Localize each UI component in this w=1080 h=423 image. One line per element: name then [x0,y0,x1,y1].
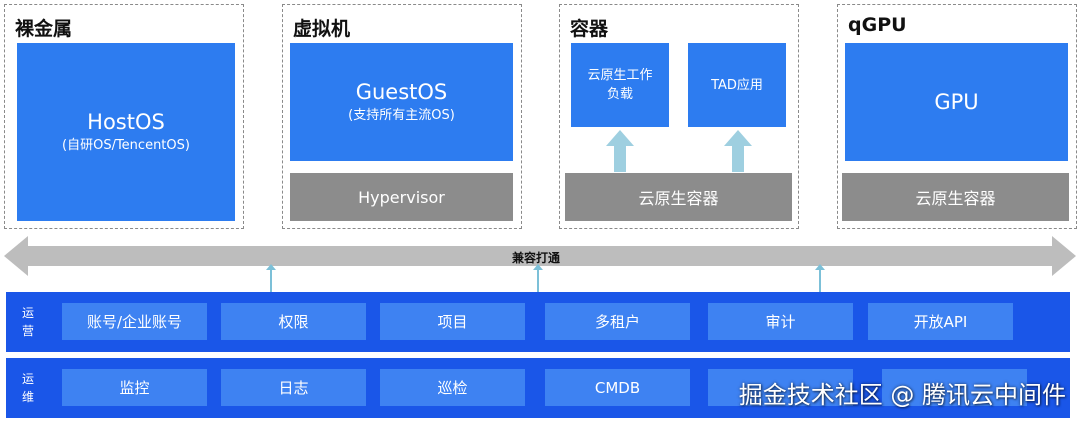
maint-item-cmdb: CMDB [545,369,690,406]
tad-app-label: TAD应用 [711,77,763,93]
band-label-char: 运 [21,372,34,386]
operations-band: 运 营 账号/企业账号 权限 项目 多租户 审计 开放API [6,292,1070,352]
cloud-native-container-box: 云原生容器 [565,173,792,221]
panel-vm: 虚拟机 GuestOS (支持所有主流OS) Hypervisor [282,4,522,229]
guestos-subtitle: (支持所有主流OS) [348,108,455,123]
panel-container: 容器 云原生工作 负载 TAD应用 云原生容器 [559,4,799,229]
tad-app-box: TAD应用 [688,43,786,127]
ops-item-account: 账号/企业账号 [62,303,207,340]
ops-item-permission: 权限 [221,303,366,340]
panel-qgpu: qGPU GPU 云原生容器 [837,4,1077,229]
hostos-box: HostOS (自研OS/TencentOS) [17,43,235,221]
panel-title: 容器 [570,18,609,40]
band-label-char: 维 [21,390,34,404]
connector-arrow-icon [815,264,825,294]
maint-item-obscured-1 [708,369,853,406]
up-arrow-icon [606,130,634,172]
ops-item-project: 项目 [380,303,525,340]
cloud-native-container-box: 云原生容器 [842,173,1069,221]
panel-title: 虚拟机 [293,18,351,40]
panel-title: 裸金属 [15,18,73,40]
workload-line-1: 云原生工作 [587,68,653,83]
gpu-label: GPU [934,90,979,114]
band-label: 运 维 [20,364,36,412]
guestos-title: GuestOS [355,80,448,104]
cloud-native-workload-box: 云原生工作 负载 [571,43,669,127]
ops-item-multi-tenant: 多租户 [545,303,690,340]
up-arrow-icon [724,130,752,172]
ops-item-open-api: 开放API [868,303,1013,340]
maint-item-log: 日志 [221,369,366,406]
watermark: 掘金技术社区 @ 腾讯云中间件 [738,381,1066,409]
maint-item-inspection: 巡检 [380,369,525,406]
band-label-char: 运 [21,306,34,320]
gpu-box: GPU [845,43,1068,161]
hypervisor-box: Hypervisor [290,173,513,221]
ops-item-audit: 审计 [708,303,853,340]
band-label: 运 营 [20,298,36,346]
panel-title: qGPU [848,14,907,36]
maintenance-band: 运 维 监控 日志 巡检 CMDB [6,358,1070,418]
compat-label: 兼容打通 [511,251,560,265]
panel-bare-metal: 裸金属 HostOS (自研OS/TencentOS) [4,4,244,229]
workload-line-2: 负载 [606,87,633,102]
hostos-subtitle: (自研OS/TencentOS) [62,138,190,153]
maint-item-monitor: 监控 [62,369,207,406]
maint-item-obscured-2 [882,369,1027,406]
connector-arrow-icon [266,264,276,294]
hostos-title: HostOS [87,110,165,134]
band-label-char: 营 [21,324,34,338]
guestos-box: GuestOS (支持所有主流OS) [290,43,513,161]
connector-arrow-icon [533,264,543,294]
